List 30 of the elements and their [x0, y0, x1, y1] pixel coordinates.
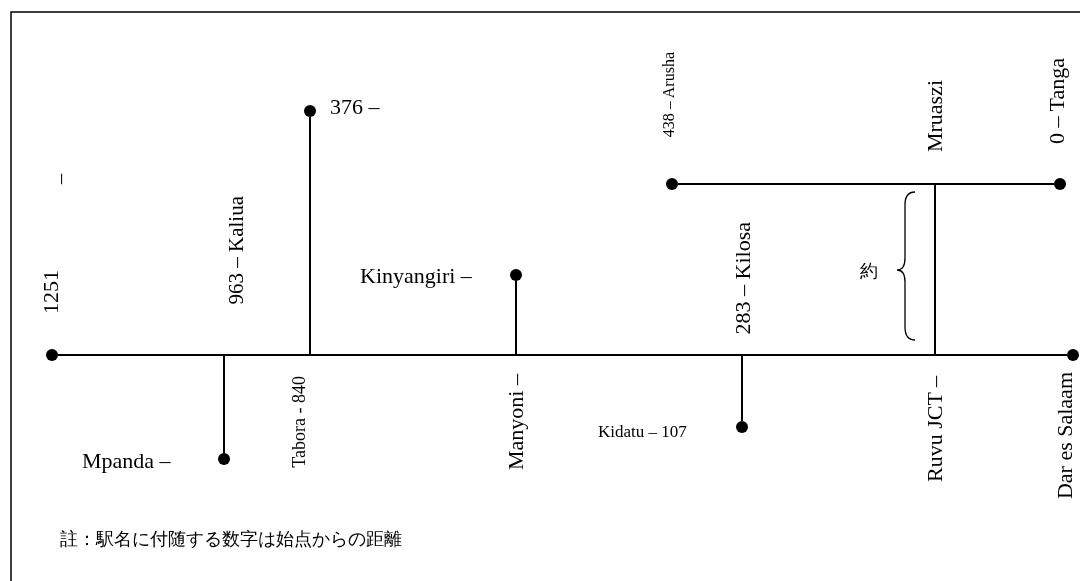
track-line	[515, 280, 517, 356]
track-line	[677, 183, 936, 185]
station-label: Ruvu JCT –	[924, 376, 946, 482]
brace-label: 約	[860, 262, 878, 280]
track-line	[934, 354, 1068, 356]
track-line	[57, 354, 225, 356]
station-label: Kidatu – 107	[598, 423, 687, 440]
station-label: Mpanda –	[82, 450, 171, 472]
station-label: Kinyangiri –	[360, 265, 472, 287]
track-line	[741, 354, 936, 356]
track-line	[309, 116, 311, 356]
station-label: 376 –	[330, 96, 380, 118]
track-line	[934, 183, 936, 356]
station-label: 1251	[40, 270, 62, 314]
track-line	[309, 354, 517, 356]
note-text: 註：駅名に付随する数字は始点からの距離	[60, 530, 402, 548]
station-label: Mruaszi	[924, 80, 946, 153]
tick-mark-text: –	[50, 174, 70, 184]
station-label: 283 – Kilosa	[732, 222, 754, 335]
track-line	[741, 354, 743, 422]
station-label: 438 – Arusha	[661, 52, 677, 138]
track-line	[223, 354, 311, 356]
station-label: Manyoni –	[505, 374, 527, 470]
track-line	[223, 354, 225, 454]
track-line	[934, 183, 1055, 185]
station-label: 963 – Kaliua	[226, 196, 247, 305]
track-line	[515, 354, 743, 356]
station-label: Dar es Salaam	[1054, 372, 1076, 500]
station-label: Tabora - 840	[290, 376, 308, 468]
station-label: 0 – Tanga	[1046, 58, 1068, 145]
